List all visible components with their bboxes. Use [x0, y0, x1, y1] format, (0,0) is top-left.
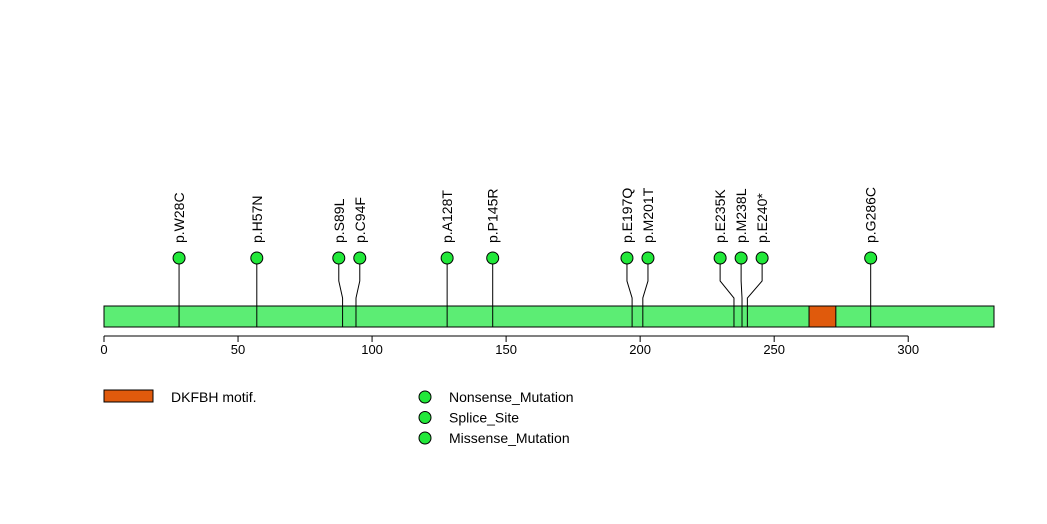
x-tick-label-4: 200 — [629, 342, 651, 357]
mutation-label-0: p.W28C — [171, 192, 187, 243]
mutation-label-8: p.E235K — [712, 189, 728, 243]
mutation-stem-7 — [642, 258, 649, 327]
domain-layer — [808, 305, 837, 328]
mutation-label-4: p.A128T — [439, 190, 455, 243]
mutation-stem-2 — [338, 258, 344, 327]
legend-mutation-dot-0 — [418, 390, 432, 404]
mutation-head-9 — [734, 251, 748, 265]
mutation-head-0 — [172, 251, 186, 265]
mutation-label-3: p.C94F — [352, 197, 368, 243]
mutation-head-4 — [440, 251, 454, 265]
legend-mutation-label-1: Splice_Site — [449, 410, 519, 426]
mutation-head-11 — [864, 251, 878, 265]
legend-mutation-dot-2 — [418, 431, 432, 445]
domain-rect-0 — [808, 305, 837, 328]
legend-mutation-label-0: Nonsense_Mutation — [449, 389, 574, 405]
legend-mutation-dot-1 — [418, 411, 432, 424]
mutation-head-3 — [353, 251, 367, 265]
legend-mutation-label-2: Missense_Mutation — [449, 430, 570, 446]
mutation-label-1: p.H57N — [249, 196, 265, 243]
mutation-stem-10 — [746, 258, 763, 327]
mutation-head-7 — [641, 251, 655, 265]
x-axis: 0 50 100 150 200 250 300 — [100, 335, 919, 357]
mutation-label-11: p.G286C — [863, 187, 879, 243]
protein-backbone — [103, 305, 995, 328]
mutation-label-layer: p.W28C p.H57N p.S89L p.C94F p.A128T p.P145R p.… — [171, 187, 879, 243]
mutation-stem-8 — [719, 258, 735, 327]
mutation-stem-3 — [355, 258, 361, 327]
x-tick-label-2: 100 — [361, 342, 383, 357]
mutation-head-5 — [486, 251, 500, 265]
mutation-label-2: p.S89L — [331, 198, 347, 243]
mutation-head-8 — [713, 251, 727, 265]
mutation-stem-9 — [740, 258, 743, 327]
mutation-label-5: p.P145R — [485, 189, 501, 243]
x-tick-label-1: 50 — [231, 342, 245, 357]
mutation-head-10 — [755, 251, 769, 265]
mutation-label-10: p.E240* — [754, 193, 770, 243]
legend-domain-label-0: DKFBH motif. — [171, 389, 257, 405]
legend: DKFBH motif. Nonsense_MutationSplice_Site… — [103, 389, 574, 446]
mutation-head-layer — [172, 251, 878, 265]
mutation-stem-6 — [626, 258, 633, 327]
x-tick-label-5: 250 — [763, 342, 785, 357]
mutation-head-2 — [332, 251, 346, 265]
x-tick-label-3: 150 — [495, 342, 517, 357]
mutation-label-7: p.M201T — [640, 187, 656, 243]
x-tick-label-6: 300 — [897, 342, 919, 357]
mutation-stem-layer — [178, 258, 872, 327]
mutation-label-6: p.E197Q — [619, 188, 635, 243]
mutation-head-6 — [620, 251, 634, 265]
legend-domain-swatch-0 — [103, 389, 154, 403]
mutation-label-9: p.M238L — [733, 188, 749, 243]
mutation-head-1 — [250, 251, 264, 265]
x-tick-label-0: 0 — [100, 342, 107, 357]
protein-backbone-layer — [103, 305, 995, 328]
